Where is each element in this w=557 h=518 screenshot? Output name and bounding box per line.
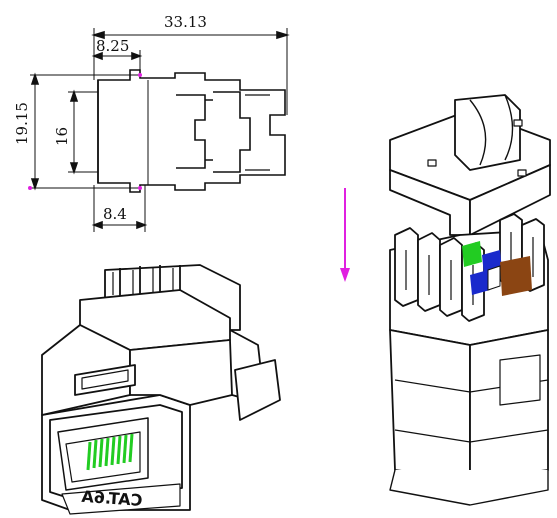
- contact-pins: [86, 433, 134, 471]
- reference-points: [28, 73, 142, 190]
- dimension-inner-height: 16: [53, 127, 71, 146]
- dimension-overall-height: 19.15: [13, 102, 31, 145]
- dimension-bottom-offset: 8.4: [103, 205, 127, 223]
- dimension-top-offset: 8.25: [96, 37, 129, 55]
- dimension-overall-length: 33.13: [164, 13, 207, 31]
- exploded-top-cap: [389, 94, 551, 236]
- wire-pair-indicators: [462, 241, 532, 296]
- cat6a-label: CAT.6A: [80, 487, 143, 510]
- assembly-direction-arrow: [340, 188, 350, 282]
- front-isometric-view: [41, 264, 281, 515]
